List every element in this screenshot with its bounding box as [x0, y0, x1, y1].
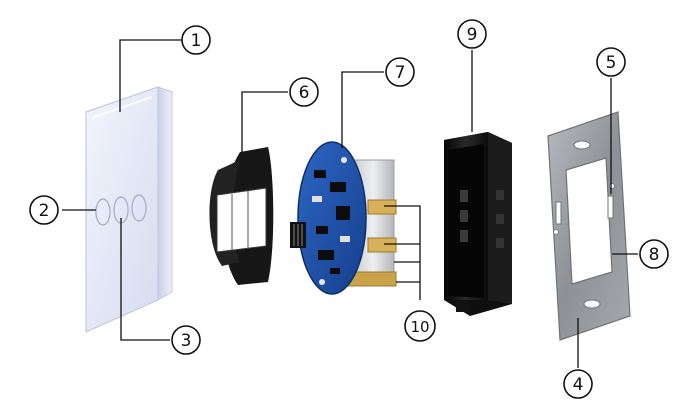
- leader-10a: [384, 205, 421, 300]
- callout-4: 4: [563, 369, 593, 399]
- leader-3: [120, 218, 170, 341]
- mounting-plate: [547, 111, 631, 341]
- plate-slot-left: [555, 201, 562, 225]
- leader-lines: [62, 39, 638, 368]
- touch-buttons: [95, 194, 147, 226]
- leader-1: [119, 39, 182, 112]
- touch-button-right: [131, 194, 147, 222]
- callout-6: 6: [289, 77, 319, 107]
- callout-9-label: 9: [467, 25, 478, 45]
- callout-7-label: 7: [395, 63, 406, 83]
- touch-button-left: [95, 198, 111, 226]
- plate-slot-right: [607, 195, 614, 219]
- callout-7: 7: [385, 57, 415, 87]
- callout-3: 3: [171, 325, 201, 355]
- callout-2: 2: [29, 195, 59, 225]
- touch-film: [209, 147, 274, 285]
- callout-8: 8: [639, 239, 669, 269]
- callout-3-label: 3: [181, 331, 192, 351]
- callout-1-label: 1: [191, 31, 202, 51]
- callout-10: 10: [404, 310, 436, 342]
- callout-1: 1: [181, 25, 211, 55]
- callout-5-label: 5: [606, 53, 617, 73]
- black-frame: [444, 132, 512, 316]
- glass-panel: [84, 86, 174, 333]
- callout-8-label: 8: [649, 245, 660, 265]
- callout-2-label: 2: [39, 201, 50, 221]
- leader-6: [241, 91, 288, 152]
- leader-7: [341, 71, 384, 148]
- callout-5: 5: [596, 47, 626, 77]
- callout-4-label: 4: [573, 375, 584, 395]
- pcb-module: [290, 141, 397, 295]
- callout-9: 9: [457, 19, 487, 49]
- callout-10-label: 10: [410, 318, 429, 336]
- callout-6-label: 6: [299, 83, 310, 103]
